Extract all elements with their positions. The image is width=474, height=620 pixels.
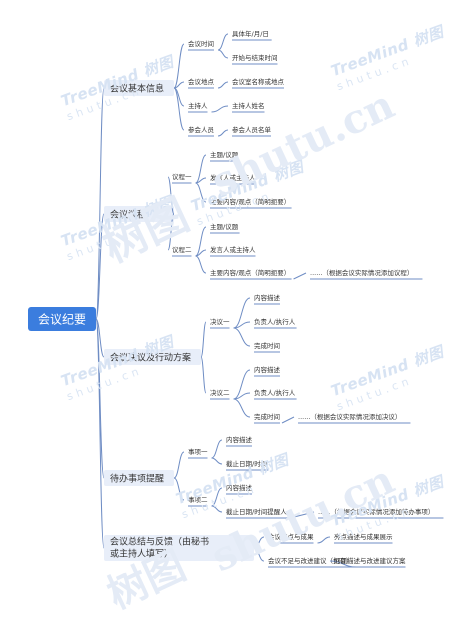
connector-line <box>173 43 185 89</box>
leaf-label[interactable]: 具体年/月/日 <box>232 29 269 38</box>
connector-line <box>95 318 105 358</box>
connector-line <box>211 487 223 507</box>
sub-topic-label[interactable]: 主持人 <box>188 101 208 110</box>
note-label[interactable]: ......（根据会议实际情况添加议程） <box>310 268 413 277</box>
leaf-label[interactable]: 负责人/执行人 <box>254 388 296 397</box>
connector-line <box>95 318 105 549</box>
connector-line <box>211 505 223 513</box>
sub-topic-label[interactable]: 决议二 <box>210 388 230 397</box>
branch-label-cont: 或主持人填写） <box>110 548 173 560</box>
branch-node[interactable] <box>104 206 174 222</box>
connector-line <box>173 477 185 501</box>
leaf-label[interactable]: 内容描述 <box>254 365 281 374</box>
branch-label[interactable]: 会议议程 <box>110 209 146 221</box>
leaf-label[interactable]: 截止日期/时间提醒人 <box>226 507 287 516</box>
connector-line <box>233 398 251 418</box>
connector-line <box>200 321 207 358</box>
connector-line <box>195 182 207 203</box>
connector-line <box>217 49 229 59</box>
connector-line <box>289 511 315 519</box>
connector-line <box>95 87 105 320</box>
sub-topic-label[interactable]: 决议一 <box>210 317 230 326</box>
connector-line <box>195 226 207 257</box>
leaf-label[interactable]: 负责人/执行人 <box>254 317 296 326</box>
note-label[interactable]: ......（根据会议实际情况添加待办事项） <box>318 507 434 516</box>
connector-line <box>95 213 105 320</box>
note-label[interactable]: ......（根据会议实际情况添加决议） <box>298 412 401 421</box>
leaf-label[interactable]: 完成时间 <box>254 341 280 350</box>
sub-topic-label[interactable]: 事项二 <box>188 495 208 504</box>
branch-node[interactable] <box>104 349 201 365</box>
connector-line <box>233 369 251 400</box>
connector-line <box>167 176 175 215</box>
branch-node[interactable] <box>104 535 254 561</box>
connector-line <box>173 87 185 131</box>
connector-line <box>253 536 265 549</box>
leaf-label[interactable]: 完成时间 <box>254 412 280 421</box>
leaf-label[interactable]: 亮点描述与成果展示 <box>334 532 393 541</box>
branch-label[interactable]: 待办事项提醒 <box>110 473 164 485</box>
branch-node[interactable] <box>104 470 174 486</box>
leaf-label[interactable]: 参会人员名单 <box>232 125 272 134</box>
connector-line <box>253 547 265 562</box>
branch-node[interactable] <box>104 80 174 96</box>
leaf-label[interactable]: 发言人或主持人 <box>210 245 256 254</box>
root-label[interactable]: 会议纪要 <box>38 313 86 327</box>
sub-topic-label[interactable]: 会议亮点与成果 <box>268 532 314 541</box>
connector-line <box>211 439 223 459</box>
connector-line <box>217 33 229 51</box>
root-node[interactable] <box>28 307 96 331</box>
leaf-label[interactable]: 主要内容/观点（简明扼要） <box>210 197 290 206</box>
connector-line <box>211 105 229 113</box>
leaf-label[interactable]: 主要内容/观点（简明扼要） <box>210 268 290 277</box>
leaf-label[interactable]: 内容描述 <box>226 483 253 492</box>
sub-topic-label[interactable]: 会议不足与改进建议（如有） <box>268 556 353 565</box>
leaf-label[interactable]: 发言人或主持人 <box>210 173 256 182</box>
leaf-label[interactable]: 内容描述 <box>254 293 281 302</box>
sub-topic-label[interactable]: 议程一 <box>172 172 192 181</box>
leaf-label[interactable]: 主题/议题 <box>210 222 239 231</box>
connector-line <box>217 81 229 89</box>
connector-line <box>217 129 229 137</box>
leaf-label[interactable]: 会议室名称或地点 <box>232 77 285 86</box>
leaf-label[interactable]: 内容描述 <box>226 435 253 444</box>
connector-line <box>195 177 207 184</box>
connector-line <box>293 272 307 280</box>
connector-line <box>281 416 295 424</box>
connector-line <box>233 327 251 347</box>
branch-label[interactable]: 会议基本信息 <box>110 83 164 95</box>
sub-topic-label[interactable]: 会议时间 <box>188 39 214 48</box>
connector-line <box>211 457 223 465</box>
connector-line <box>233 297 251 329</box>
connector-line <box>317 536 331 544</box>
sub-topic-label[interactable]: 事项一 <box>188 447 208 456</box>
leaf-label[interactable]: 主题/议题 <box>210 150 239 159</box>
branch-label[interactable]: 会议总结与反馈（由秘书 <box>110 536 209 548</box>
leaf-label[interactable]: 截止日期/时间 <box>226 459 267 468</box>
sub-topic-label[interactable]: 议程二 <box>172 245 192 254</box>
connector-line <box>200 356 207 394</box>
connector-line <box>195 249 207 257</box>
connector-line <box>173 81 185 89</box>
connector-line <box>195 255 207 274</box>
leaf-label[interactable]: 主持人姓名 <box>232 101 265 110</box>
connector-line <box>173 451 185 479</box>
connector-line <box>195 154 207 184</box>
leaf-label[interactable]: 开始与结束时间 <box>232 53 278 62</box>
connector-line <box>167 213 175 251</box>
sub-topic-label[interactable]: 参会人员 <box>188 125 215 134</box>
leaf-label[interactable]: 问题描述与改进建议方案 <box>334 556 406 565</box>
sub-topic-label[interactable]: 会议地点 <box>188 77 215 86</box>
branch-label[interactable]: 会议决议及行动方案 <box>110 352 191 364</box>
